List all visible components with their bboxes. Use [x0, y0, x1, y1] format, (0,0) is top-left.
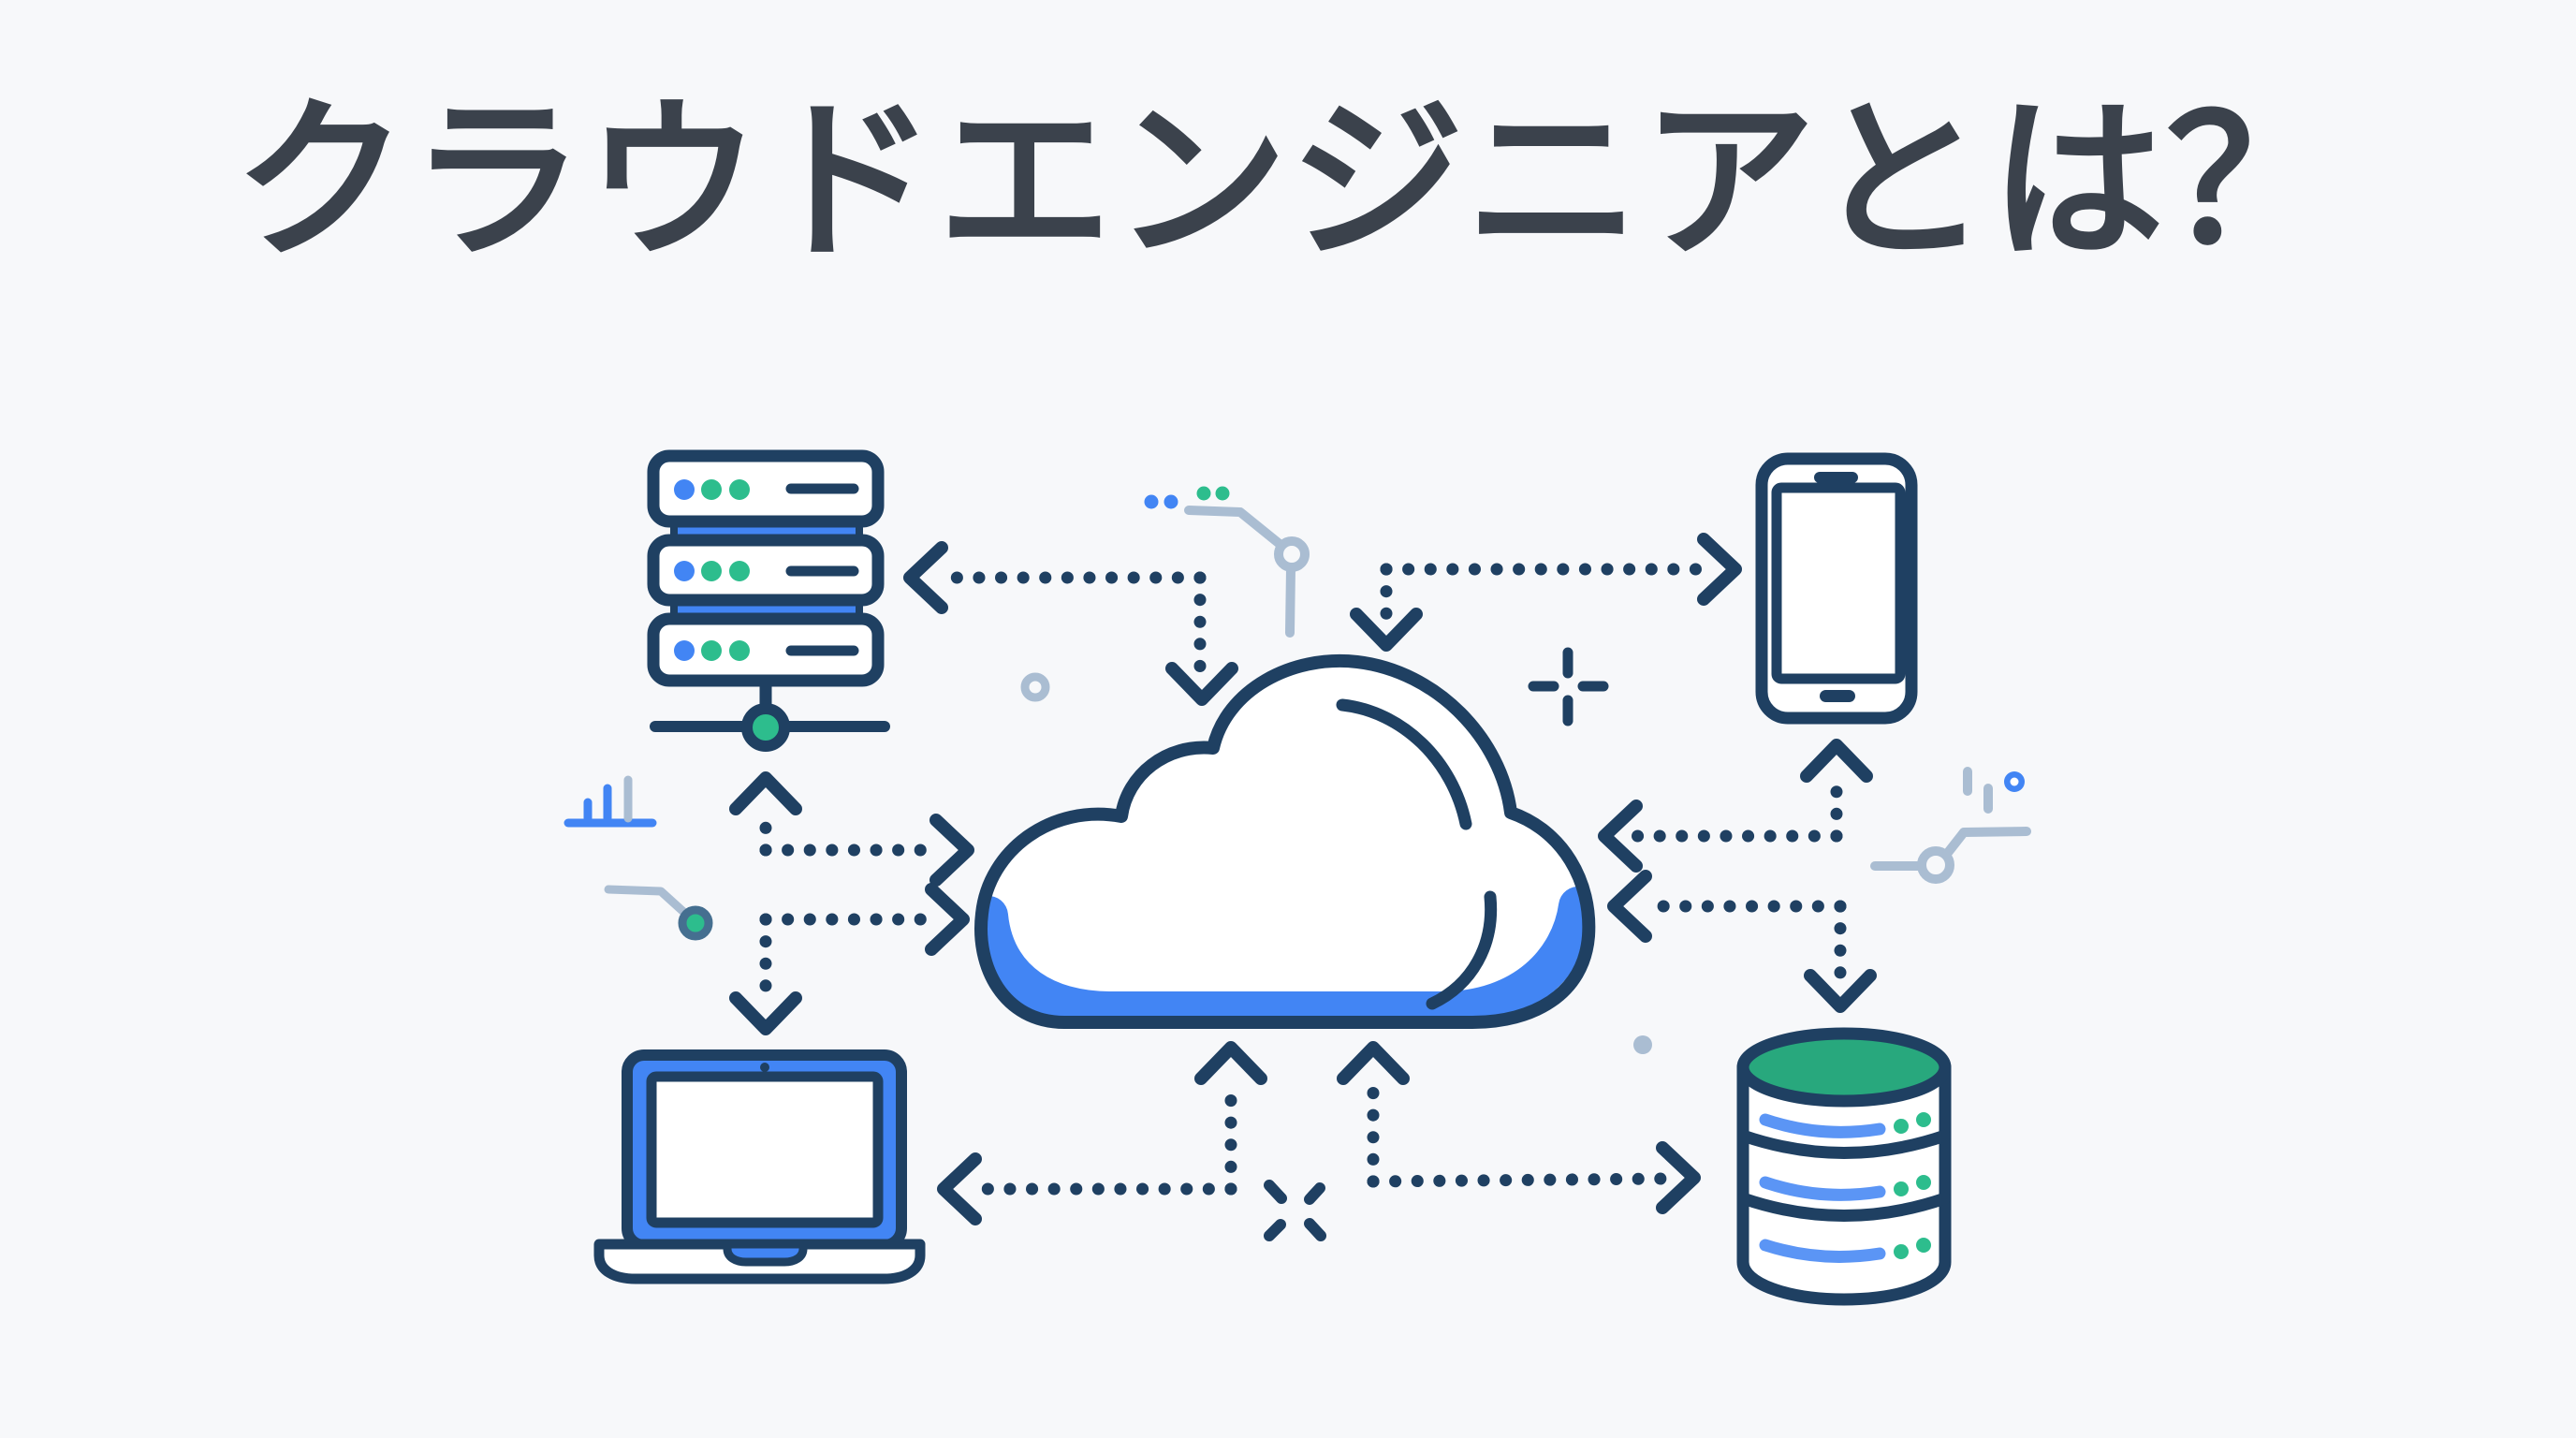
- bar-chart-icon: [564, 775, 657, 828]
- smartphone-icon: [1755, 452, 1918, 725]
- circuit-node-left-icon: [604, 885, 713, 941]
- sparkle-x-icon: [1264, 1180, 1326, 1241]
- page-title: クラウドエンジニアとは？: [233, 80, 2343, 283]
- dotted-arrow-cloud-to-server: [903, 541, 1238, 706]
- dotted-arrow-cloud-to-database-right: [1607, 870, 1877, 1013]
- database-status-lights: [1894, 1112, 1931, 1259]
- ring-icon: [1020, 672, 1050, 702]
- laptop-icon: [593, 1049, 926, 1284]
- laptop-camera: [760, 1063, 769, 1072]
- phone-screen: [1771, 482, 1906, 684]
- crosshair-icon: [1528, 647, 1609, 726]
- dotted-arrow-cloud-to-smartphone: [1350, 533, 1742, 652]
- database-icon: [1736, 1027, 1952, 1306]
- server-rack-icon: [647, 449, 890, 752]
- dotted-arrow-cloud-to-laptop: [937, 1041, 1267, 1225]
- phone-home-button: [1820, 690, 1855, 702]
- dotted-arrow-laptop-to-cloud: [729, 883, 970, 1035]
- gray-dot-icon: [1633, 1035, 1652, 1054]
- laptop-notch: [723, 1240, 808, 1267]
- cloud-icon: [974, 654, 1596, 1029]
- phone-speaker: [1814, 472, 1858, 483]
- server-status-lights: [674, 479, 750, 661]
- dotted-arrow-smartphone-to-cloud: [1598, 739, 1873, 873]
- laptop-screen: [646, 1071, 884, 1228]
- circuit-node-right-icon: [1870, 767, 2031, 884]
- database-top: [1736, 1027, 1952, 1108]
- dotted-arrow-cloud-to-database-bottom: [1337, 1041, 1701, 1214]
- dotted-arrow-server-to-cloud: [729, 771, 974, 887]
- circuit-node-top-icon: [1144, 486, 1310, 638]
